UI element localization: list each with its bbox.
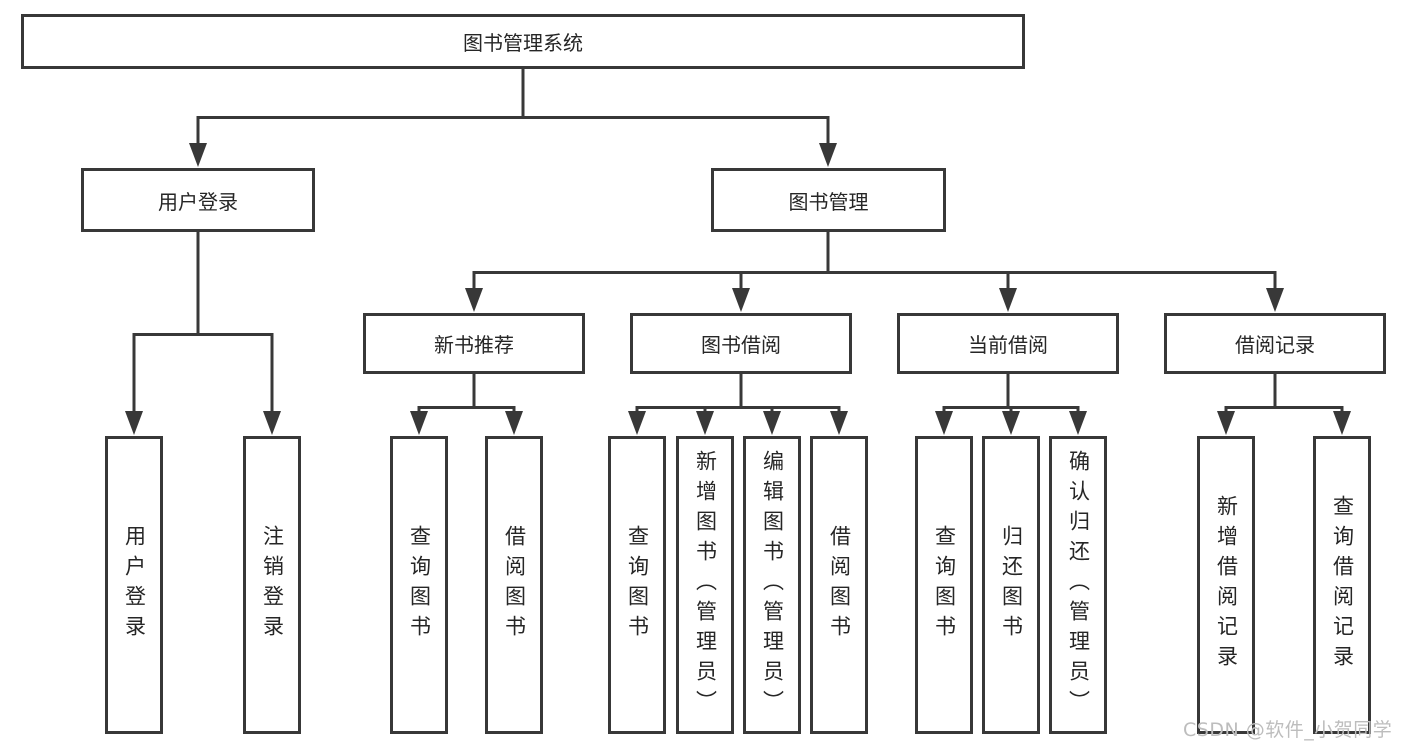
node-label: 编辑图书（管理员） [760, 450, 785, 720]
node-query-borrow-record: 查询借阅记录 [1313, 436, 1371, 734]
arrowhead-icon [830, 411, 848, 435]
connector-path [132, 69, 1344, 414]
node-label: 用户登录 [122, 525, 147, 645]
arrowhead-icon [189, 143, 207, 167]
arrowhead-icon [1069, 411, 1087, 435]
arrowhead-icon [1217, 411, 1235, 435]
node-label: 图书借阅 [701, 333, 781, 357]
node-label: 查询图书 [407, 525, 432, 645]
node-label: 新书推荐 [434, 333, 514, 357]
node-user-login-leaf: 用户登录 [105, 436, 163, 734]
arrowhead-icon [125, 411, 143, 435]
node-current-borrowing: 当前借阅 [897, 313, 1119, 374]
node-borrowing-records: 借阅记录 [1164, 313, 1386, 374]
node-label: 确认归还（管理员） [1066, 450, 1091, 720]
arrowhead-icon [819, 143, 837, 167]
node-label: 借阅记录 [1235, 333, 1315, 357]
node-label: 查询图书 [932, 525, 957, 645]
node-label: 图书管理系统 [463, 31, 583, 55]
node-query-books-borrow: 查询图书 [608, 436, 666, 734]
arrowhead-icon [1333, 411, 1351, 435]
arrowhead-icon [999, 288, 1017, 312]
arrowhead-icon [763, 411, 781, 435]
arrowhead-icon [935, 411, 953, 435]
node-label: 归还图书 [999, 525, 1024, 645]
node-add-borrow-record: 新增借阅记录 [1197, 436, 1255, 734]
node-label: 查询图书 [625, 525, 650, 645]
node-edit-books-admin: 编辑图书（管理员） [743, 436, 801, 734]
arrowhead-icon [732, 288, 750, 312]
node-logout-leaf: 注销登录 [243, 436, 301, 734]
arrowhead-icon [628, 411, 646, 435]
node-return-books: 归还图书 [982, 436, 1040, 734]
node-book-management: 图书管理 [711, 168, 946, 232]
arrowhead-icon [696, 411, 714, 435]
node-label: 新增借阅记录 [1214, 495, 1239, 675]
arrowhead-icon [410, 411, 428, 435]
node-label: 图书管理 [788, 189, 869, 214]
node-label: 新增图书（管理员） [693, 450, 718, 720]
node-label: 查询借阅记录 [1330, 495, 1355, 675]
node-label: 当前借阅 [968, 333, 1048, 357]
node-new-book-recommend: 新书推荐 [363, 313, 585, 374]
node-label: 用户登录 [158, 189, 238, 214]
node-label: 借阅图书 [502, 525, 527, 645]
node-borrow-books-recommend: 借阅图书 [485, 436, 543, 734]
node-query-books-current: 查询图书 [915, 436, 973, 734]
node-label: 借阅图书 [827, 525, 852, 645]
arrowhead-icon [1266, 288, 1284, 312]
node-add-books-admin: 新增图书（管理员） [676, 436, 734, 734]
node-book-management-system: 图书管理系统 [21, 14, 1025, 69]
node-user-login: 用户登录 [81, 168, 315, 232]
arrowhead-icon [465, 288, 483, 312]
csdn-watermark: CSDN @软件_小贺同学 [1183, 719, 1393, 741]
node-label: 注销登录 [260, 525, 285, 645]
arrowhead-icon [1002, 411, 1020, 435]
arrowhead-icon [263, 411, 281, 435]
node-confirm-return-admin: 确认归还（管理员） [1049, 436, 1107, 734]
node-query-books-recommend: 查询图书 [390, 436, 448, 734]
node-book-borrowing: 图书借阅 [630, 313, 852, 374]
arrowheads [125, 143, 1351, 435]
arrowhead-icon [505, 411, 523, 435]
node-borrow-books-leaf: 借阅图书 [810, 436, 868, 734]
